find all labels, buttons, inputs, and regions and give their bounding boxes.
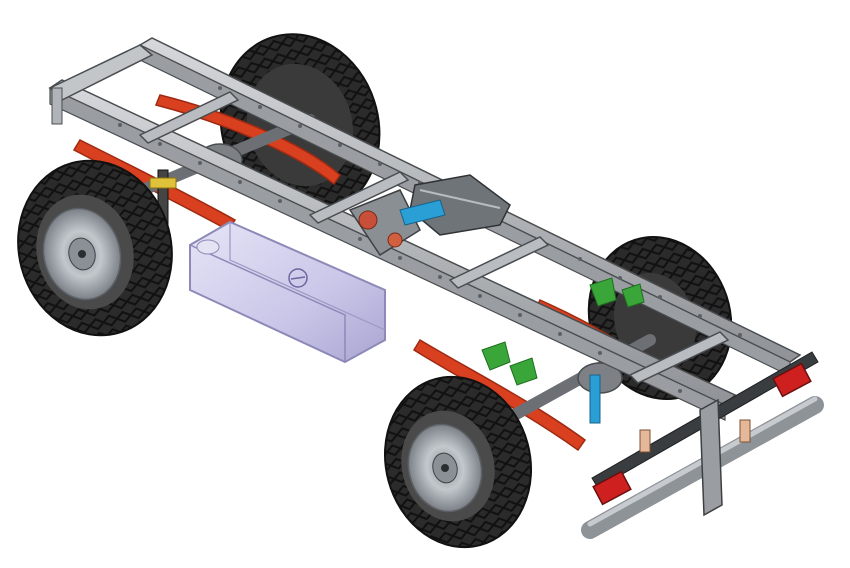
fuel-tank xyxy=(189,220,386,364)
crossmember-2 xyxy=(308,171,410,224)
crossmember-3 xyxy=(448,236,550,289)
hydraulic-bracket xyxy=(399,199,446,226)
leaf-spring-front-near xyxy=(412,338,587,452)
crossmember-1 xyxy=(138,91,240,144)
wheel-rear-near xyxy=(17,159,173,337)
shock-absorber-front xyxy=(589,374,601,424)
tow-hooks xyxy=(639,419,751,453)
tail-light-left xyxy=(592,470,632,506)
tail-light-right xyxy=(772,362,812,398)
crossmember-front xyxy=(628,331,730,384)
crossmember-rear xyxy=(48,44,154,125)
spring-hanger-front-near xyxy=(481,341,538,386)
hitch-post xyxy=(699,398,723,517)
spring-hanger-front-far xyxy=(589,277,645,308)
wheel-front-near xyxy=(383,375,533,549)
transfer-case xyxy=(348,189,421,257)
